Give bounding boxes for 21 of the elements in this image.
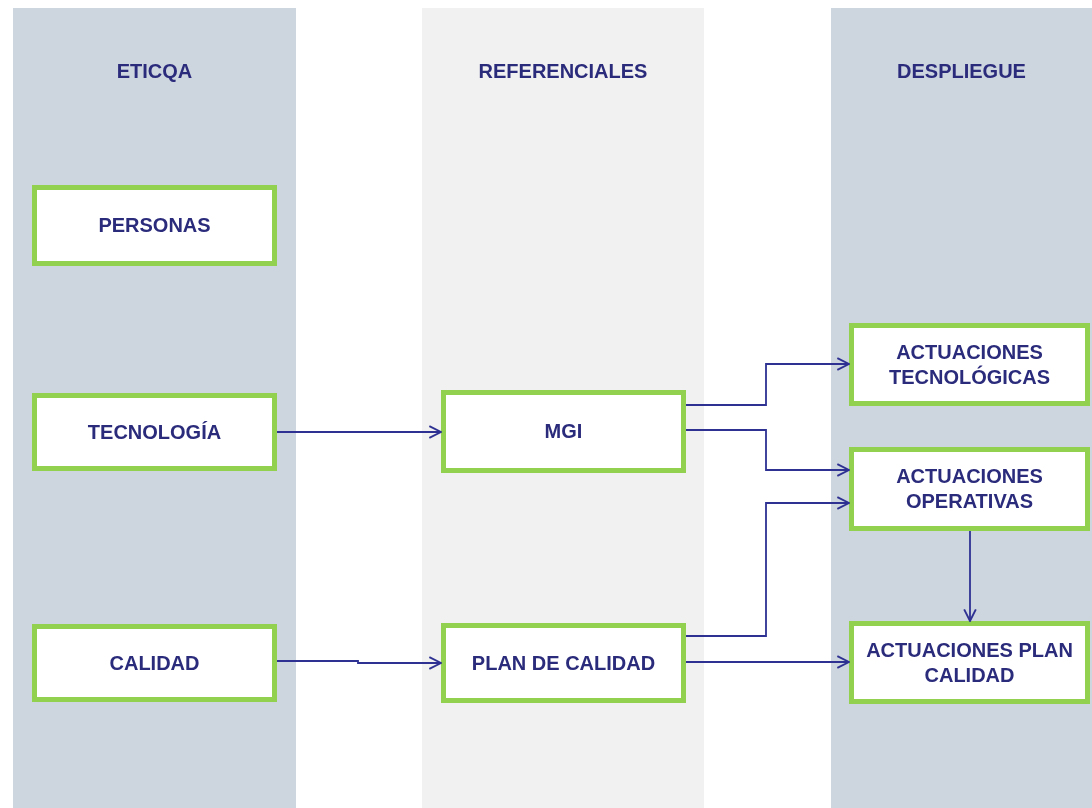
connector-arrow — [276, 425, 442, 439]
column-heading: ETICQA — [115, 60, 194, 83]
process-box: ACTUACIONES TECNOLÓGICAS — [849, 323, 1090, 406]
connector-arrow — [276, 656, 442, 670]
column-band — [13, 8, 296, 808]
process-box: ACTUACIONES PLAN CALIDAD — [849, 621, 1090, 704]
column-heading: REFERENCIALES — [477, 60, 649, 83]
connector-arrow — [685, 357, 850, 406]
process-box: ACTUACIONES OPERATIVAS — [849, 447, 1090, 531]
process-box: PERSONAS — [32, 185, 277, 266]
column-heading: DESPLIEGUE — [896, 60, 1027, 83]
connector-arrow — [685, 655, 850, 669]
process-box: PLAN DE CALIDAD — [441, 623, 686, 703]
column-band — [831, 8, 1092, 808]
column-band — [422, 8, 704, 808]
process-box: MGI — [441, 390, 686, 473]
connector-arrow — [685, 496, 850, 637]
process-box: TECNOLOGÍA — [32, 393, 277, 471]
connector-arrow — [963, 530, 977, 622]
process-box: CALIDAD — [32, 624, 277, 702]
connector-arrow — [685, 429, 850, 477]
